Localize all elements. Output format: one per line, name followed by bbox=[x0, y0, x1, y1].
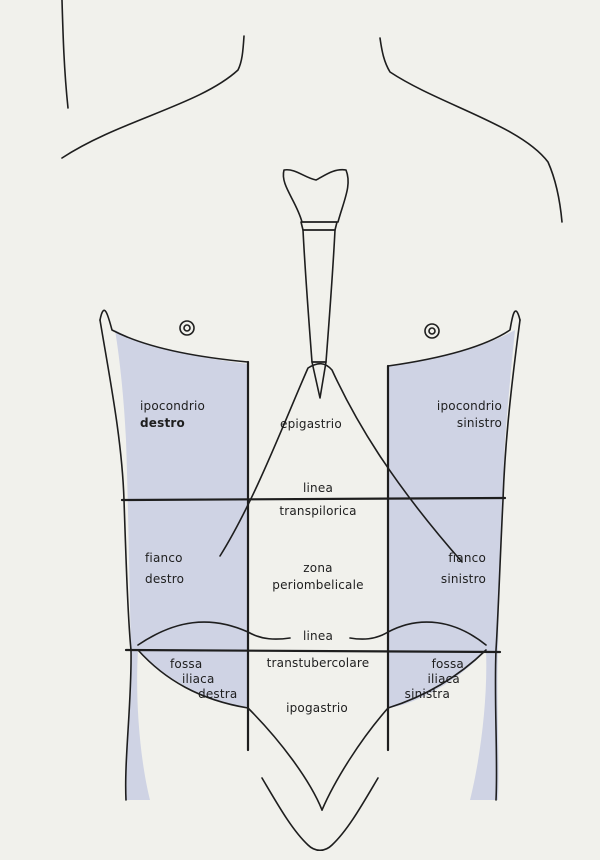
right-nipple bbox=[179, 320, 195, 336]
right-side-shading bbox=[115, 330, 248, 800]
right-iliac-fossa-line2: iliaca bbox=[182, 672, 215, 686]
hypogastrium-label: ipogastrio bbox=[286, 701, 348, 715]
right-flank-line2: destro bbox=[145, 572, 185, 586]
right-hypochondrium-label: ipocondrio destro bbox=[140, 398, 205, 432]
left-chest-outline bbox=[387, 310, 521, 367]
left-flank-line1: fianco bbox=[448, 551, 486, 565]
sternal-joint bbox=[300, 221, 338, 231]
transpyloric-line-label: linea transpilorica bbox=[258, 480, 378, 520]
left-hypochondrium-label: ipocondrio sinistro bbox=[410, 398, 502, 432]
right-iliac-crest bbox=[137, 621, 291, 646]
left-iliac-crest bbox=[349, 621, 487, 646]
sternum-body bbox=[302, 229, 336, 363]
right-hypochondrium-line2: destro bbox=[140, 416, 185, 430]
right-flank-label: fianco destro bbox=[145, 550, 184, 588]
transpyloric-plane bbox=[120, 496, 507, 502]
transtubercular-line-label: linea transtubercolare bbox=[250, 628, 386, 672]
right-iliac-fossa-line1: fossa bbox=[170, 657, 203, 671]
left-iliac-fossa-line2: iliaca bbox=[427, 672, 460, 686]
xiphoid-process bbox=[311, 361, 327, 399]
right-hypochondrium-line1: ipocondrio bbox=[140, 399, 206, 413]
pubic-outline bbox=[261, 777, 379, 852]
left-flank-line2: sinistro bbox=[440, 572, 486, 586]
transpyloric-line1: linea bbox=[302, 481, 333, 495]
right-flank-line1: fianco bbox=[145, 551, 183, 565]
left-iliac-fossa-line3: sinistra bbox=[404, 687, 450, 701]
right-iliac-fossa-line3: destra bbox=[198, 687, 238, 701]
left-neck-shoulder-outline bbox=[61, 35, 245, 159]
right-arm-outline bbox=[61, 0, 69, 109]
periumbilical-label: zona periombelicale bbox=[252, 560, 384, 594]
epigastrium-label: epigastrio bbox=[280, 417, 342, 431]
transpyloric-line2: transpilorica bbox=[279, 504, 357, 518]
left-flank-label: fianco sinistro bbox=[412, 550, 486, 588]
manubrium bbox=[282, 168, 349, 223]
costal-arch bbox=[219, 362, 463, 563]
right-chest-outline bbox=[99, 309, 249, 363]
right-nipple-inner bbox=[183, 324, 191, 332]
transtubercular-plane bbox=[124, 648, 502, 654]
periumbilical-line2: periombelicale bbox=[272, 578, 364, 592]
left-iliac-fossa-line1: fossa bbox=[431, 657, 464, 671]
right-flank-outline bbox=[99, 319, 132, 801]
left-side-shading bbox=[388, 330, 515, 800]
right-neck-shoulder-outline bbox=[379, 37, 563, 223]
left-nipple bbox=[424, 323, 440, 339]
left-iliac-fossa-label: fossa iliaca sinistra bbox=[388, 657, 464, 702]
left-nipple-inner bbox=[428, 327, 436, 335]
transtubercular-line1: linea bbox=[302, 629, 333, 643]
periumbilical-line1: zona bbox=[303, 561, 333, 575]
left-hypochondrium-line1: ipocondrio bbox=[436, 399, 502, 413]
transtubercular-line2: transtubercolare bbox=[266, 656, 370, 670]
left-hypochondrium-line2: sinistro bbox=[456, 416, 502, 430]
shaded-regions bbox=[115, 330, 515, 800]
left-flank-outline bbox=[494, 319, 521, 801]
right-iliac-fossa-label: fossa iliaca destra bbox=[170, 657, 237, 702]
